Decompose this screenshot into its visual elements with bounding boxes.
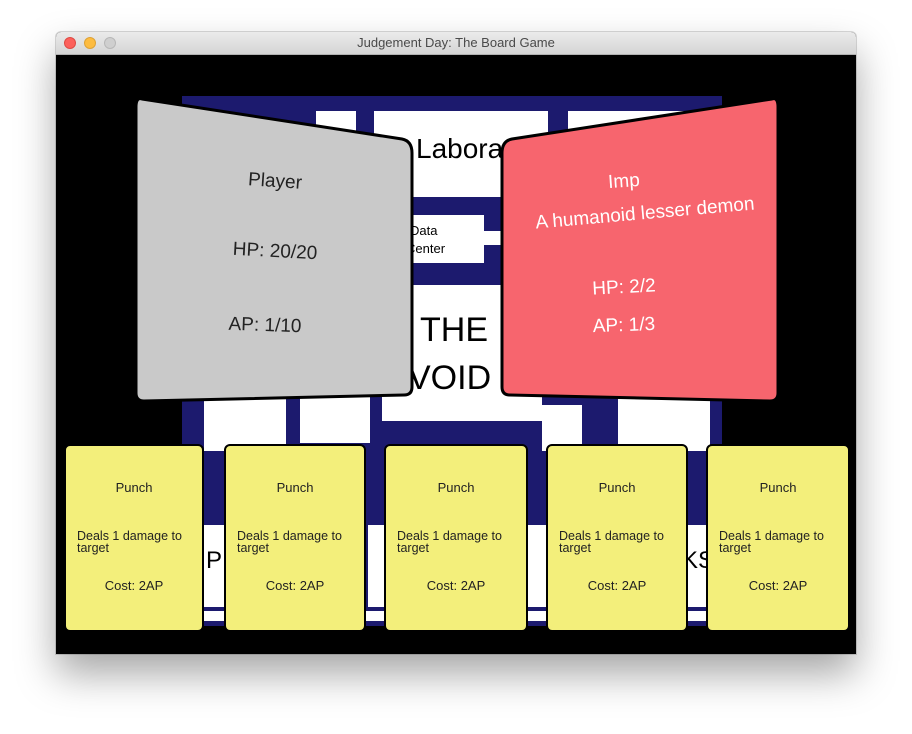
card-name: Punch xyxy=(115,480,153,495)
room-data-center-label-1: Data xyxy=(410,223,438,238)
card-cost: Cost: 2AP xyxy=(265,578,325,593)
title-bar: Judgement Day: The Board Game xyxy=(56,32,856,55)
card-punch-1[interactable]: Punch Deals 1 damage to target Cost: 2AP xyxy=(64,444,204,632)
card-cost: Cost: 2AP xyxy=(748,578,808,593)
room-the-void-label-2: VOID xyxy=(408,359,492,397)
room-lower-right[interactable] xyxy=(618,395,710,451)
card-punch-3[interactable]: Punch Deals 1 damage to target Cost: 2AP xyxy=(384,444,528,632)
player-panel[interactable]: Player HP: 20/20 AP: 1/10 xyxy=(134,95,416,405)
room-bottom-left-label: P xyxy=(206,547,223,574)
game-window: Judgement Day: The Board Game Laborato D… xyxy=(56,32,856,654)
card-cost: Cost: 2AP xyxy=(426,578,486,593)
card-description: Deals 1 damage to target xyxy=(559,529,664,555)
game-area: Laborato Data Center THE VOID P KS xyxy=(56,55,856,654)
minimize-window-button[interactable] xyxy=(84,37,96,49)
room-lower-right-2[interactable] xyxy=(542,405,582,451)
card-punch-4[interactable]: Punch Deals 1 damage to target Cost: 2AP xyxy=(546,444,688,632)
maximize-window-button[interactable] xyxy=(104,37,116,49)
corridor-bottom-2 xyxy=(526,525,546,607)
close-window-button[interactable] xyxy=(64,37,76,49)
room-lower-left[interactable] xyxy=(204,395,286,451)
card-description: Deals 1 damage to target xyxy=(397,529,502,555)
card-description: Deals 1 damage to target xyxy=(237,529,342,555)
room-lower-left-2[interactable] xyxy=(300,395,370,443)
corridor-bottom-1 xyxy=(368,525,388,607)
room-data-center-label-2: Center xyxy=(406,241,446,256)
window-title: Judgement Day: The Board Game xyxy=(357,35,555,50)
card-name: Punch xyxy=(598,480,636,495)
card-punch-2[interactable]: Punch Deals 1 damage to target Cost: 2AP xyxy=(224,444,366,632)
card-name: Punch xyxy=(276,480,314,495)
card-punch-5[interactable]: Punch Deals 1 damage to target Cost: 2AP xyxy=(706,444,850,632)
enemy-panel[interactable]: Imp A humanoid lesser demon HP: 2/2 AP: … xyxy=(498,95,780,405)
card-cost: Cost: 2AP xyxy=(104,578,164,593)
card-name: Punch xyxy=(437,480,475,495)
card-name: Punch xyxy=(759,480,797,495)
corridor-data-center xyxy=(484,231,502,245)
card-cost: Cost: 2AP xyxy=(587,578,647,593)
card-description: Deals 1 damage to target xyxy=(77,529,182,555)
room-the-void-label-1: THE xyxy=(420,311,488,349)
card-description: Deals 1 damage to target xyxy=(719,529,824,555)
